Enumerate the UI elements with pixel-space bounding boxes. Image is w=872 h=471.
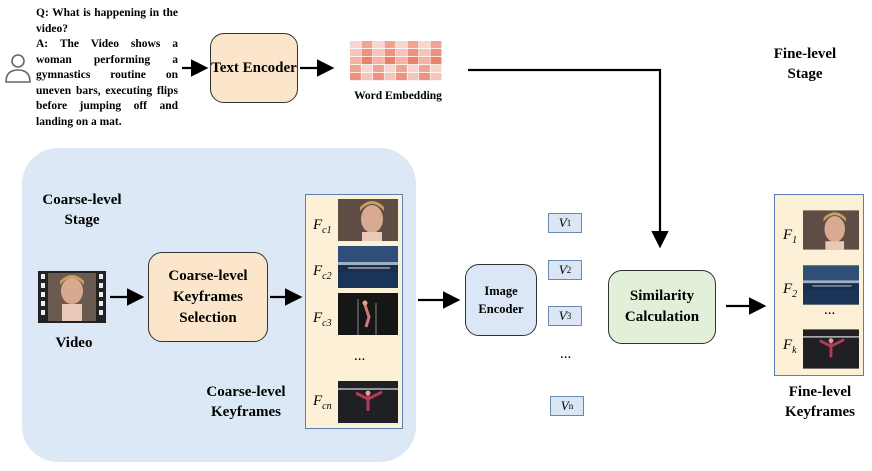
coarse-thumb-face — [338, 199, 398, 241]
embedding-cell — [361, 57, 373, 65]
embedding-cell — [384, 65, 396, 73]
embedding-cell — [350, 57, 361, 65]
embedding-cell — [361, 41, 373, 49]
text-encoder-label: Text Encoder — [211, 60, 297, 76]
coarse-selection-label: Coarse-level Keyframes Selection — [168, 267, 248, 326]
word-embedding-label: Word Embedding — [354, 90, 442, 102]
embedding-cell — [373, 41, 384, 49]
image-encoder-box: Image Encoder — [465, 264, 537, 336]
arrow-embedding-to-similarity — [468, 68, 669, 249]
text-encoder-box: Text Encoder — [210, 33, 298, 103]
embedding-cell — [407, 73, 419, 81]
embedding-cell — [396, 57, 407, 65]
embedding-cell — [350, 65, 361, 73]
user-icon — [5, 54, 31, 83]
fine-frame-label: F1 — [783, 227, 798, 246]
embedding-cell — [407, 41, 419, 49]
embedding-cell — [419, 65, 430, 73]
fine-keyframes-label: Fine-level Keyframes — [785, 384, 855, 420]
embedding-cell — [350, 41, 361, 49]
fine-frame-label: Fk — [783, 337, 797, 356]
embedding-cell — [373, 73, 384, 81]
coarse-ellipsis: ... — [354, 348, 366, 364]
embedding-cell — [373, 49, 384, 57]
fine-frame-label: F2 — [783, 281, 798, 300]
coarse-frame-label: Fc3 — [313, 310, 332, 329]
embedding-cell — [373, 57, 384, 65]
embedding-cell — [384, 73, 396, 81]
embedding-cell — [373, 65, 384, 73]
embedding-cell — [419, 49, 430, 57]
embedding-cell — [430, 65, 442, 73]
embedding-cell — [350, 49, 361, 57]
embedding-cell — [419, 57, 430, 65]
embedding-cell — [430, 41, 442, 49]
embedding-cell — [361, 65, 373, 73]
coarse-frame-label: Fc2 — [313, 263, 332, 282]
fine-thumb-landing — [803, 329, 859, 369]
embedding-cells — [350, 41, 442, 81]
embedding-cell — [396, 65, 407, 73]
fine-stage-label: Fine-level Stage — [773, 46, 837, 82]
embedding-cell — [430, 73, 442, 81]
embedding-cell — [430, 49, 442, 57]
embedding-cell — [396, 49, 407, 57]
embedding-cell — [407, 65, 419, 73]
embedding-cell — [419, 41, 430, 49]
embedding-cell — [396, 73, 407, 81]
embedding-cell — [384, 57, 396, 65]
embedding-cell — [384, 41, 396, 49]
embedding-cell — [407, 49, 419, 57]
embedding-cell — [407, 57, 419, 65]
embedding-cell — [430, 57, 442, 65]
fine-ellipsis: ... — [824, 302, 836, 318]
coarse-keyframes-label: Coarse-level Keyframes — [206, 384, 286, 420]
similarity-box: Similarity Calculation — [608, 270, 716, 344]
fine-thumb-face — [803, 210, 859, 250]
word-embedding-grid — [350, 41, 442, 81]
embedding-cell — [350, 73, 361, 81]
video-icon — [38, 271, 106, 323]
coarse-selection-box: Coarse-level Keyframes Selection — [148, 252, 268, 342]
embedding-cell — [361, 73, 373, 81]
similarity-label: Similarity Calculation — [624, 288, 700, 325]
qa-text: Q: What is happening in the video? A: Th… — [36, 6, 178, 130]
fine-thumb-arena — [803, 265, 859, 305]
coarse-thumb-landing — [338, 381, 398, 423]
vector-ellipsis: ... — [560, 346, 572, 362]
embedding-cell — [361, 49, 373, 57]
embedding-cell — [396, 41, 407, 49]
embedding-cell — [419, 73, 430, 81]
embedding-cell — [384, 49, 396, 57]
coarse-frame-label: Fcn — [313, 393, 332, 412]
video-label: Video — [55, 335, 93, 351]
answer-text: A: The Video shows a woman performing a … — [36, 38, 178, 128]
coarse-thumb-bars — [338, 293, 398, 335]
coarse-thumb-arena — [338, 246, 398, 288]
coarse-frame-label: Fc1 — [313, 217, 332, 236]
question-text: Q: What is happening in the video? — [36, 7, 178, 35]
coarse-stage-label: Coarse-level Stage — [42, 192, 122, 228]
image-encoder-label: Image Encoder — [478, 284, 524, 316]
